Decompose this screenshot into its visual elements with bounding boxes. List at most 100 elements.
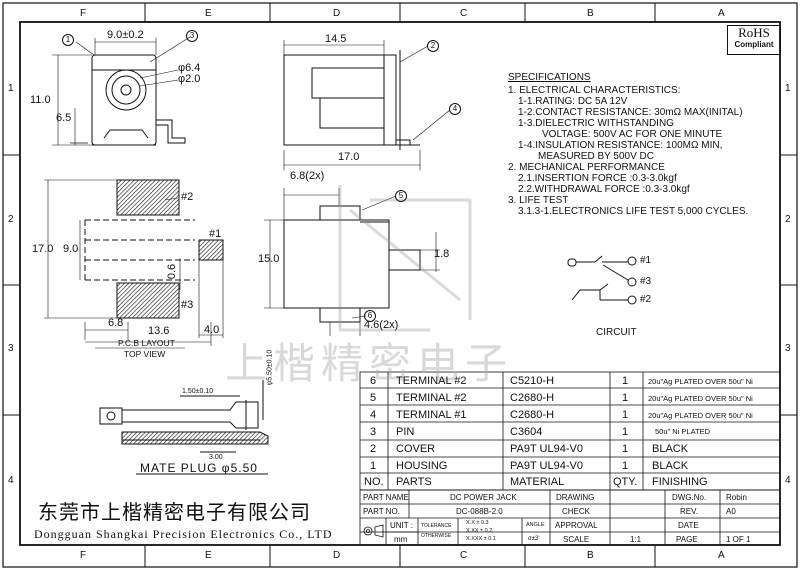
dim-width-14-5: 14.5 bbox=[325, 33, 347, 45]
row-label-left-4: 4 bbox=[8, 475, 14, 486]
spec-title: SPECIFICATIONS bbox=[508, 72, 591, 83]
tb-dwg-no: Robin bbox=[726, 493, 747, 502]
bom-qty: 1 bbox=[622, 460, 629, 472]
tb-unit-label: UNIT : bbox=[390, 521, 413, 530]
dim-dia-2-0: φ2.0 bbox=[178, 73, 201, 85]
spec-line: 2. MECHANICAL PERFORMANCE bbox=[508, 162, 665, 173]
bom-material: PA9T UL94-V0 bbox=[510, 460, 583, 472]
row-label-right-1: 1 bbox=[785, 83, 791, 94]
dim-width-17: 17.0 bbox=[338, 151, 360, 163]
pcb-pin-3-label: #3 bbox=[181, 299, 194, 311]
bom-finish: 50u" Ni PLATED bbox=[655, 427, 711, 436]
dim-dia-6-4: φ6.4 bbox=[178, 62, 201, 74]
col-label-bottom-c: C bbox=[460, 550, 468, 561]
row-label-right-4: 4 bbox=[785, 475, 791, 486]
tb-part-no-label: PART NO. bbox=[363, 507, 400, 516]
tb-tolerance-label: TOLERANCE bbox=[421, 523, 452, 529]
bom-part: TERMINAL #2 bbox=[396, 375, 467, 387]
spec-line: 2.1.INSERTION FORCE :0.3-3.0kgf bbox=[518, 173, 677, 184]
bom-header-material: MATERIAL bbox=[510, 476, 565, 488]
tb-scale-label: SCALE bbox=[563, 535, 590, 544]
bom-finish: 20u"Ag PLATED OVER 50u" Ni bbox=[648, 394, 753, 403]
bom-finish: BLACK bbox=[652, 460, 689, 472]
tb-check-label: CHECK bbox=[562, 507, 591, 516]
bom-no: 3 bbox=[370, 426, 377, 438]
bom-no: 1 bbox=[370, 460, 377, 472]
bom-material: C2680-H bbox=[510, 409, 555, 421]
bom-part: PIN bbox=[396, 426, 415, 438]
col-label-top-c: C bbox=[460, 8, 468, 19]
dim-pcb-6-8: 6.8 bbox=[108, 317, 124, 329]
tb-page: 1 OF 1 bbox=[726, 535, 751, 544]
pcb-layout-title: P.C.B LAYOUT bbox=[118, 338, 175, 348]
mate-plug-title: MATE PLUG φ5.50 bbox=[140, 461, 258, 475]
dim-side-1-8: 1.8 bbox=[434, 248, 450, 260]
col-label-top-e: E bbox=[205, 8, 212, 19]
tb-tol-3: X.XXX ± 0.1 bbox=[466, 536, 496, 542]
pcb-pin-2-label: #2 bbox=[181, 191, 194, 203]
tb-tol-2: X.XX ± 0.2 bbox=[466, 528, 493, 534]
spec-line: 1-1.RATING: DC 5A 12V bbox=[518, 96, 628, 107]
side-view-top-dims bbox=[283, 40, 451, 170]
pcb-pin-1-label: #1 bbox=[209, 228, 222, 240]
callout-3: 3 bbox=[186, 30, 198, 42]
bom-finish: 20u"Ag PLATED OVER 50u" Ni bbox=[648, 411, 753, 420]
bom-part: TERMINAL #1 bbox=[396, 409, 467, 421]
side-view-mid-dims bbox=[264, 188, 440, 336]
tb-tol-1: X.X ± 0.3 bbox=[466, 520, 489, 526]
dim-pcb-4: 4.0 bbox=[204, 324, 220, 336]
tb-drawing-label: DRAWING bbox=[556, 493, 595, 502]
row-label-right-2: 2 bbox=[785, 214, 791, 225]
front-view bbox=[70, 54, 186, 146]
tb-approval-label: APPROVAL bbox=[555, 521, 598, 530]
front-view-dims bbox=[52, 36, 191, 146]
bom-part: COVER bbox=[396, 443, 436, 455]
callout-1: 1 bbox=[62, 34, 74, 46]
bom-part: TERMINAL #2 bbox=[396, 392, 467, 404]
dim-plug-1-50: 1.50±0.10 bbox=[182, 388, 214, 395]
callout-6: 6 bbox=[364, 310, 376, 322]
col-label-top-f: F bbox=[80, 8, 87, 19]
col-label-bottom-b: B bbox=[587, 550, 594, 561]
bom-qty: 1 bbox=[622, 392, 629, 404]
tb-unit: mm bbox=[394, 535, 408, 544]
tb-page-label: PAGE bbox=[676, 535, 698, 544]
rohs-badge: RoHS Compliant bbox=[727, 25, 781, 55]
row-label-left-3: 3 bbox=[8, 343, 14, 354]
border-ticks bbox=[3, 3, 797, 567]
tb-otherwise-label: OTHERWISE bbox=[421, 533, 452, 539]
bom-no: 4 bbox=[370, 409, 377, 421]
col-label-bottom-d: D bbox=[333, 550, 341, 561]
bom-no: 6 bbox=[370, 375, 377, 387]
callout-5: 5 bbox=[395, 190, 407, 202]
side-view-top bbox=[283, 50, 420, 150]
bom-material: C3604 bbox=[510, 426, 543, 438]
pcb-dims bbox=[44, 179, 224, 349]
bom-header-qty: QTY. bbox=[613, 476, 638, 488]
bom-header-no: NO. bbox=[364, 476, 384, 488]
bom-material: PA9T UL94-V0 bbox=[510, 443, 583, 455]
dim-pcb-9: 9.0 bbox=[63, 243, 79, 255]
tb-angle: σ±3' bbox=[528, 536, 540, 542]
bom-finish: BLACK bbox=[652, 443, 689, 455]
circuit-pin-1: #1 bbox=[640, 255, 652, 266]
tb-part-no: DC-088B-2.0 bbox=[456, 507, 503, 516]
dim-plug-5-50: φ5.50±0.10 bbox=[266, 349, 274, 386]
dim-height-11: 11.0 bbox=[30, 94, 51, 106]
row-label-left-1: 1 bbox=[8, 83, 14, 94]
col-label-top-b: B bbox=[587, 8, 594, 19]
tb-rev-label: REV. bbox=[680, 507, 698, 516]
tb-dwg-no-label: DWG.No. bbox=[672, 493, 707, 502]
callout-4: 4 bbox=[449, 103, 461, 115]
spec-line: 1-4.INSULATION RESISTANCE: 100MΩ MIN, bbox=[518, 140, 723, 151]
bom-qty: 1 bbox=[622, 375, 629, 387]
bom-material: C5210-H bbox=[510, 375, 555, 387]
spec-line: MEASURED BY 500V DC bbox=[538, 151, 654, 162]
pcb-layout-subtitle: TOP VIEW bbox=[124, 349, 166, 359]
company-name-en: Dongguan Shangkai Precision Electronics … bbox=[34, 527, 333, 541]
bom-no: 2 bbox=[370, 443, 377, 455]
bom-qty: 1 bbox=[622, 443, 629, 455]
tb-rev: A0 bbox=[726, 507, 736, 516]
bom-grid bbox=[359, 371, 781, 491]
spec-line: 2.2.WITHDRAWAL FORCE :0.3-3.0kgf bbox=[518, 184, 690, 195]
